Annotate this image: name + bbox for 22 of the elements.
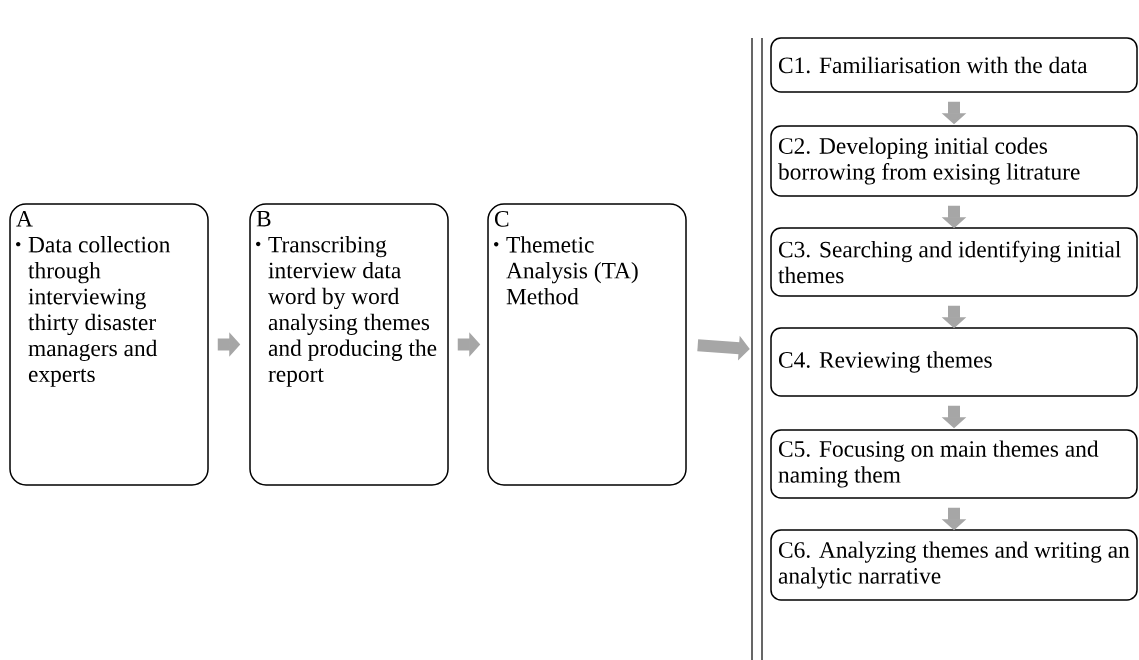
box-heading: C <box>494 211 509 227</box>
step-box <box>249 203 449 486</box>
step-box <box>9 203 209 486</box>
box-heading: B <box>256 211 271 227</box>
step-box <box>487 203 687 486</box>
sub-step-box <box>770 227 1138 297</box>
box-text: C6. Analyzing themes and writing an analytic narrative <box>778 541 1130 589</box>
sub-step-box <box>770 125 1138 197</box>
box-heading: A <box>16 211 33 227</box>
double-line-bar <box>751 37 763 660</box>
bullet-text: Themetic Analysis (TA) Method <box>494 236 638 305</box>
box-text: C1. Familiarisation with the data <box>778 56 1088 74</box>
sub-step-box <box>770 429 1138 499</box>
sub-step-box <box>770 529 1138 601</box>
box-text: C5. Focusing on main themes and naming them <box>778 440 1099 488</box>
box-text: C4. Reviewing themes <box>778 351 992 373</box>
sub-step-box <box>770 37 1138 93</box>
bullet-text: Transcribing interview data word by word analysing themes and producing the report <box>256 236 437 387</box>
bullet-text: Data collection through interviewing thirty disaster managers and experts <box>16 236 171 387</box>
box-text: C3. Searching and identifying initial themes <box>778 240 1121 284</box>
box-text: C2. Developing initial codes borrowing from exising litrature <box>778 137 1080 185</box>
sub-step-box <box>770 327 1138 397</box>
